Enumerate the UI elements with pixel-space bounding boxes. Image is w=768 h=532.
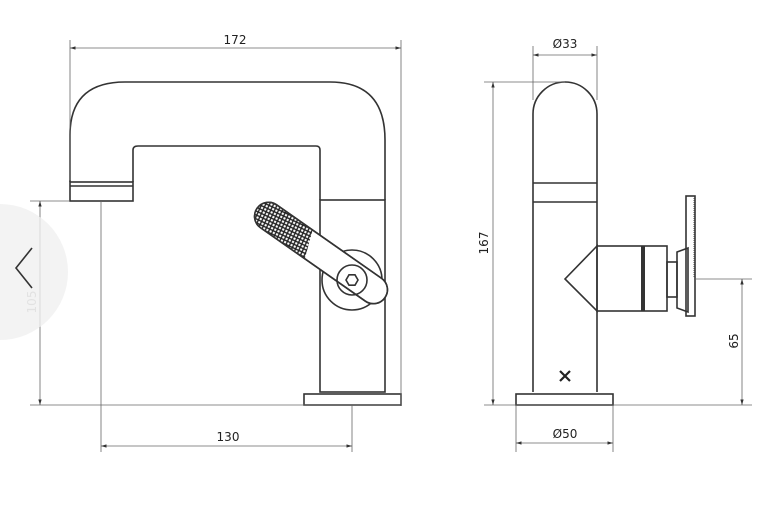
base [303, 393, 402, 406]
spout-outline [69, 81, 386, 200]
front-view: 172 105 130 [25, 33, 402, 452]
side-base [515, 393, 614, 406]
dim-body-diameter: Ø33 [553, 37, 578, 51]
hex-screw [345, 273, 359, 287]
cross-mark [559, 370, 571, 382]
dim-base-diameter: Ø50 [553, 427, 578, 441]
lever-handle [253, 201, 389, 305]
side-view: Ø33 167 65 Ø50 [477, 37, 752, 452]
spout-outlet [69, 181, 134, 202]
dim-width: 172 [224, 33, 247, 47]
side-lever [685, 195, 696, 317]
side-body [532, 81, 598, 392]
chevron-left-icon [14, 247, 33, 289]
cone [563, 244, 598, 313]
cartridge [596, 245, 668, 312]
dim-height: 167 [477, 232, 491, 255]
spout-inner [132, 145, 321, 200]
dim-reach: 130 [217, 430, 240, 444]
dim-handle-height: 65 [727, 333, 741, 348]
